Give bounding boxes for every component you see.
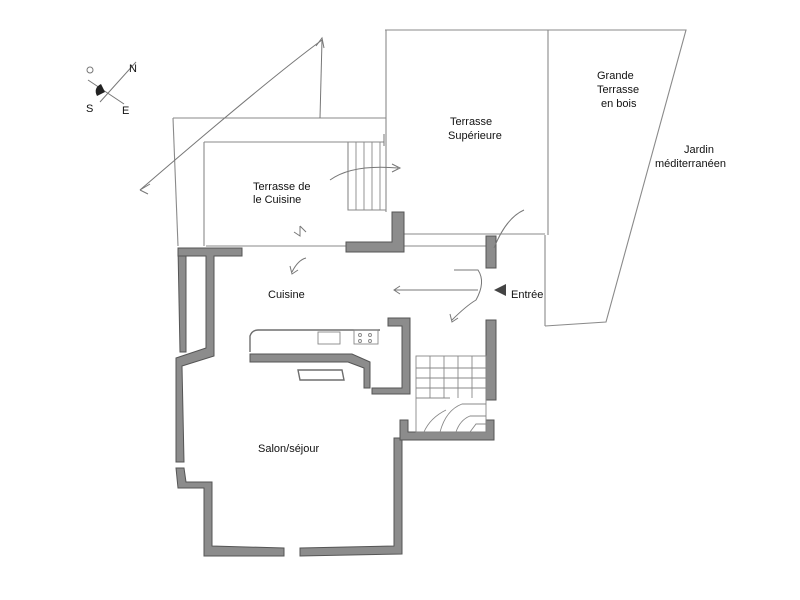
label-terrasse-superieure-1: Terrasse xyxy=(450,116,492,128)
room-labels: Grande Terrasse en bois Terrasse Supérie… xyxy=(253,70,726,455)
compass-n-label: N xyxy=(129,63,137,75)
door-arrows xyxy=(139,36,525,323)
label-salon-sejour: Salon/séjour xyxy=(258,443,319,455)
terrace-outlines xyxy=(172,29,687,327)
label-grande-terrasse-1: Grande xyxy=(597,70,634,82)
house-walls xyxy=(175,211,497,557)
compass-icon: N S E xyxy=(86,61,137,117)
label-jardin-1: Jardin xyxy=(684,144,714,156)
compass-e-label: E xyxy=(122,105,129,117)
label-entree: Entrée xyxy=(511,289,543,301)
label-jardin-2: méditerranéen xyxy=(655,158,726,170)
kitchen-counter xyxy=(249,329,380,381)
entrance-arrow-icon xyxy=(494,284,506,296)
label-terrasse-superieure-2: Supérieure xyxy=(448,130,502,142)
interior-stairs xyxy=(415,355,487,433)
compass-s-label: S xyxy=(86,103,93,115)
label-terrasse-cuisine-2: le Cuisine xyxy=(253,194,301,206)
label-grande-terrasse-3: en bois xyxy=(601,98,637,110)
label-grande-terrasse-2: Terrasse xyxy=(597,84,639,96)
label-cuisine: Cuisine xyxy=(268,289,305,301)
label-terrasse-cuisine-1: Terrasse de xyxy=(253,181,310,193)
